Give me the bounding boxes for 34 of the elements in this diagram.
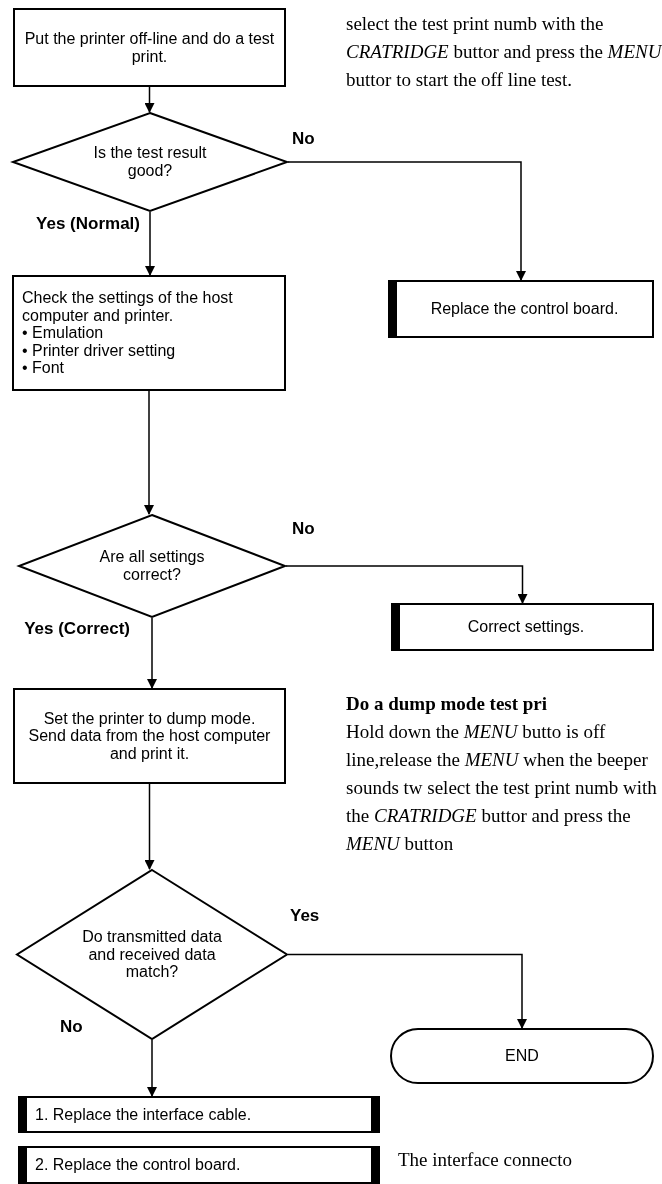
node-text: END — [505, 1047, 539, 1065]
process-box — [13, 688, 286, 784]
node-text: Is the test result good? — [93, 144, 207, 179]
note-text: Hold down the MENU butto is off line,release the MENU when the beeper sounds tw select the test print numb with the CRATRIDGE buttor and press the MENU button — [346, 720, 658, 856]
arrow — [287, 953, 527, 1029]
process-box — [18, 1096, 380, 1133]
arrow — [144, 390, 154, 515]
note-text: The interface connecto — [398, 1148, 574, 1172]
process-box — [388, 280, 654, 338]
arrow — [285, 565, 528, 604]
process-box — [12, 275, 286, 391]
node-text: Correct settings. — [467, 618, 585, 636]
node-text: • Font — [22, 359, 65, 377]
node-text: Replace the control board. — [430, 300, 619, 318]
note-text: select the test print numb with the CRATRIDGE buttor and press the MENU buttor to start the off line test. — [346, 12, 662, 92]
arrow — [287, 161, 526, 281]
node-text: • Emulation — [22, 324, 104, 342]
node-text: Put the printer off-line and do a test print. — [23, 29, 276, 66]
node-text: 1. Replace the interface cable. — [35, 1105, 252, 1124]
node-text: Are all settings correct? — [99, 548, 205, 583]
arrow — [147, 1039, 157, 1097]
node-text: Check the settings of the host computer and printer. — [22, 289, 234, 325]
node-text: Do transmitted data and received data match? — [82, 928, 222, 981]
process-box — [18, 1146, 380, 1184]
arrow — [144, 783, 155, 870]
node-text: 2. Replace the control board. — [35, 1156, 241, 1174]
note-text: Do a dump mode test pri — [346, 692, 549, 716]
node-text: • Printer driver setting — [22, 341, 176, 360]
process-box — [391, 603, 654, 651]
node-text: Set the printer to dump mode. Send data from the host computer and print it. — [27, 709, 272, 763]
arrow — [144, 86, 155, 113]
process-box — [13, 8, 286, 87]
arrow — [147, 617, 157, 689]
arrow — [145, 211, 155, 276]
